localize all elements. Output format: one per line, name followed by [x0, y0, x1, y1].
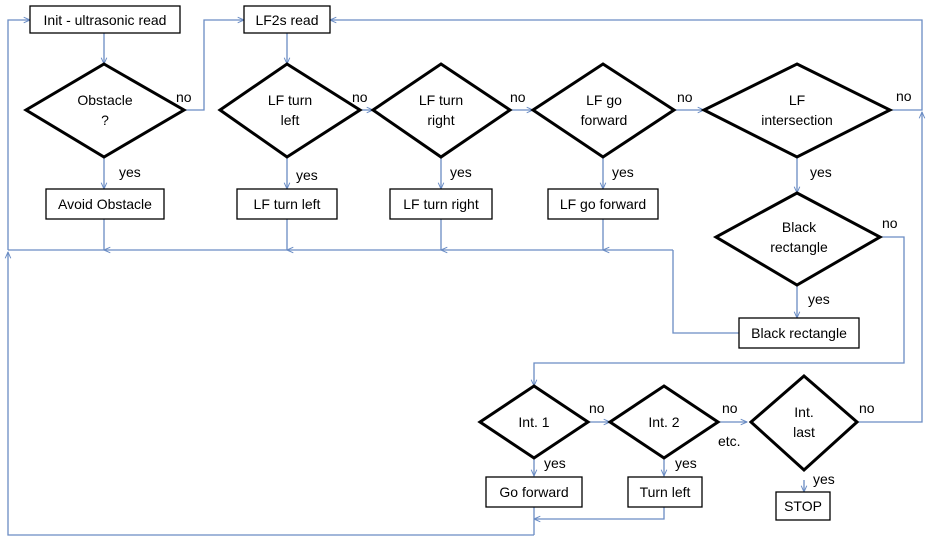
node-go-forward-label: Go forward	[499, 484, 568, 500]
connector-blackq-int1	[534, 236, 905, 386]
node-intersection-label-2: intersection	[761, 112, 833, 128]
node-forward-decision	[530, 62, 677, 159]
edge-label-int1-yes: yes	[544, 455, 566, 471]
node-stop	[775, 491, 831, 521]
edge-label-int1-no: no	[589, 400, 605, 416]
node-int1-decision	[477, 384, 591, 460]
edge-label-turnright-no: no	[510, 89, 526, 105]
node-lf-turn-right	[389, 188, 493, 220]
node-turn-left-2-label: Turn left	[640, 484, 691, 500]
node-lf2s-read	[243, 5, 331, 34]
node-init	[29, 5, 181, 34]
node-stop-label: STOP	[784, 498, 822, 514]
node-forward-label-1: LF go	[586, 92, 622, 108]
node-go-forward	[485, 476, 583, 508]
edge-label-intlast-no: no	[859, 400, 875, 416]
edge-label-turnright-yes: yes	[450, 164, 472, 180]
node-intlast-label-1: Int.	[794, 404, 813, 420]
node-black-rectangle-label-2: rectangle	[770, 239, 828, 255]
connector-intlast-up	[857, 112, 922, 423]
node-avoid-obstacle-label: Avoid Obstacle	[58, 196, 152, 212]
node-obstacle-label-1: Obstacle	[77, 92, 132, 108]
node-black-rectangle-label-1: Black	[782, 219, 817, 235]
edge-label-intersection-no: no	[896, 88, 912, 104]
node-turn-left-label-2: left	[281, 112, 300, 128]
node-obstacle-decision	[23, 62, 187, 159]
node-lf-go-forward-label: LF go forward	[560, 196, 646, 212]
edge-label-turnleft-no: no	[352, 89, 368, 105]
edge-label-forward-yes: yes	[612, 164, 634, 180]
node-int2-label: Int. 2	[648, 414, 679, 430]
connector-black-return	[672, 250, 739, 334]
node-turn-right-decision	[370, 62, 513, 159]
node-intersection-decision	[700, 62, 894, 159]
node-lf-go-forward	[547, 188, 659, 220]
connector-bottom-loop	[8, 252, 534, 536]
edge-label-black-no: no	[882, 215, 898, 231]
node-int1-label: Int. 1	[518, 414, 549, 430]
connector-interq-lf2s	[330, 20, 923, 111]
edge-label-black-yes: yes	[808, 291, 830, 307]
connectors	[7, 20, 923, 536]
node-avoid-obstacle	[45, 188, 165, 220]
node-init-label: Init - ultrasonic read	[44, 12, 167, 28]
node-turn-left-label-1: LF turn	[268, 92, 312, 108]
node-turn-right-label-1: LF turn	[419, 92, 463, 108]
node-intlast-label-2: last	[793, 424, 815, 440]
node-turn-right-label-2: right	[427, 112, 454, 128]
node-forward-label-2: forward	[581, 112, 628, 128]
node-lf-turn-left	[236, 188, 338, 220]
connector-turnleft2-bottom	[534, 507, 665, 519]
edge-labels: no yes no yes no yes no yes no yes no ye…	[119, 88, 912, 487]
edge-label-int2-no: no	[722, 400, 738, 416]
edge-label-forward-no: no	[677, 89, 693, 105]
connector-loop-to-init	[7, 20, 30, 250]
node-intlast-decision	[748, 374, 860, 473]
node-lf-turn-right-label: LF turn right	[403, 196, 479, 212]
node-turn-left-2	[627, 476, 703, 508]
edge-label-intersection-yes: yes	[810, 164, 832, 180]
node-lf-turn-left-label: LF turn left	[254, 196, 321, 212]
nodes: Init - ultrasonic read LF2s read Obstacl…	[23, 5, 894, 521]
node-black-rectangle	[738, 317, 860, 349]
node-black-rectangle-decision	[712, 191, 884, 287]
node-black-rectangle-box-label: Black rectangle	[751, 325, 847, 341]
node-turn-left-decision	[217, 62, 363, 159]
edge-label-intlast-yes: yes	[813, 471, 835, 487]
node-intersection-label-1: LF	[789, 92, 805, 108]
edge-label-turnleft-yes: yes	[296, 167, 318, 183]
connector-obstacle-lf2s	[184, 20, 244, 111]
node-obstacle-label-2: ?	[101, 112, 109, 128]
edge-label-obstacle-no: no	[176, 89, 192, 105]
node-lf2s-read-label: LF2s read	[255, 12, 318, 28]
edge-label-obstacle-yes: yes	[119, 164, 141, 180]
edge-label-int2-yes: yes	[675, 455, 697, 471]
node-int2-decision	[607, 384, 721, 460]
edge-label-etc: etc.	[718, 433, 741, 449]
